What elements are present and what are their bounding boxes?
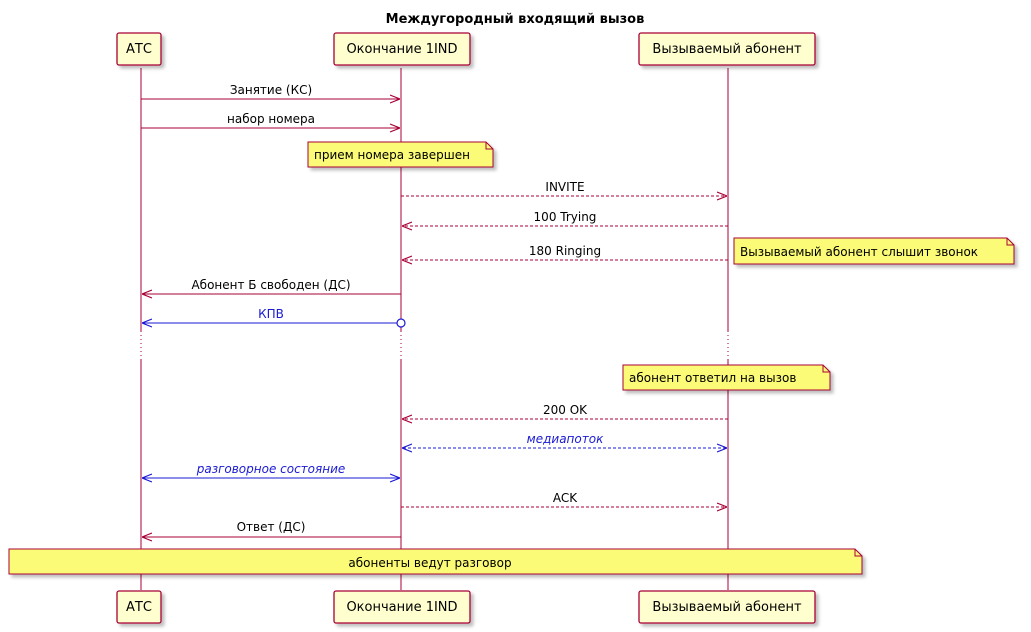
participant-label: Окончание 1IND (346, 600, 457, 615)
message-subscriber-free: Абонент Б свободен (ДС) (143, 278, 401, 294)
message-180-ringing: 180 Ringing (403, 244, 728, 260)
message-answer: Ответ (ДС) (143, 520, 401, 537)
note-callee-answered: абонент ответил на вызов (622, 364, 831, 391)
message-invite: INVITE (401, 180, 726, 196)
participant-end1ind-bottom: Окончание 1IND (333, 590, 471, 624)
message-label: Ответ (ДС) (237, 520, 306, 534)
message-label: медиапоток (527, 432, 604, 446)
message-dialing: набор номера (141, 112, 399, 128)
message-label: 180 Ringing (529, 244, 601, 258)
participant-end1ind-top: Окончание 1IND (333, 32, 471, 66)
message-200-ok: 200 OK (403, 403, 728, 419)
message-ack: ACK (401, 491, 726, 507)
message-seizure: Занятие (КС) (141, 83, 399, 99)
message-label: набор номера (227, 112, 315, 126)
message-label: Занятие (КС) (230, 83, 312, 97)
note-label: прием номера завершен (314, 148, 470, 162)
diagram-title: Междугородный входящий вызов (386, 12, 645, 27)
note-number-received: прием номера завершен (307, 141, 494, 168)
message-100-trying: 100 Trying (403, 210, 728, 226)
message-label: Абонент Б свободен (ДС) (191, 278, 350, 292)
message-label: 200 OK (543, 403, 588, 417)
participant-label: АТС (126, 600, 152, 615)
message-talk-state: разговорное состояние (143, 462, 399, 478)
note-label: Вызываемый абонент слышит звонок (740, 245, 978, 259)
participant-label: АТС (126, 42, 152, 57)
message-media-stream: медиапоток (403, 432, 726, 448)
message-kpv: КПВ (143, 307, 406, 328)
participant-atc-top: АТС (116, 32, 162, 66)
note-label: абонент ответил на вызов (629, 371, 796, 385)
participant-label: Окончание 1IND (346, 42, 457, 57)
participant-atc-bottom: АТС (116, 590, 162, 624)
note-callee-hears-ring: Вызываемый абонент слышит звонок (733, 237, 1015, 265)
participant-label: Вызываемый абонент (652, 600, 802, 615)
message-label: ACK (553, 491, 578, 505)
note-label: абоненты ведут разговор (348, 556, 511, 570)
message-label: разговорное состояние (196, 462, 346, 476)
participant-label: Вызываемый абонент (652, 42, 802, 57)
message-label: 100 Trying (534, 210, 597, 224)
note-subscribers-talking: абоненты ведут разговор (8, 548, 863, 575)
message-label: INVITE (545, 180, 584, 194)
participant-callee-bottom: Вызываемый абонент (638, 590, 816, 624)
message-label: КПВ (258, 307, 284, 321)
participant-callee-top: Вызываемый абонент (638, 32, 816, 66)
